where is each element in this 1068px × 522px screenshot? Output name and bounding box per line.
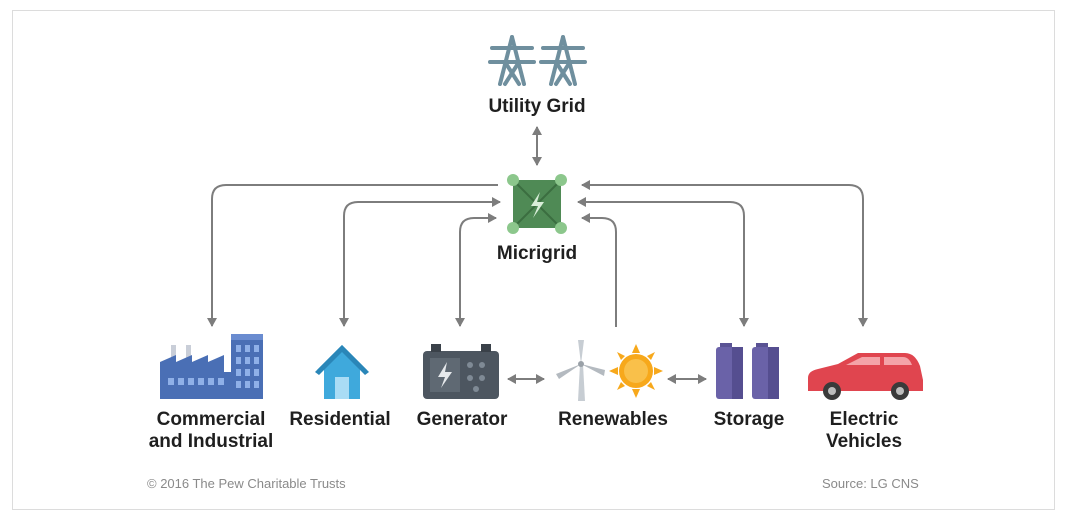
storage-label: Storage [713,409,785,430]
residential-label: Residential [289,409,391,430]
car-icon [808,353,923,400]
sun-icon [609,344,663,398]
arrow-microgrid-generator [455,213,497,327]
arrow-microgrid-storage [577,197,749,327]
factory-icon [160,334,263,399]
arrow-microgrid-residential [339,197,501,327]
copyright-text: © 2016 The Pew Charitable Trusts [147,476,346,491]
generator-icon [423,344,499,399]
battery-icon [716,343,779,399]
wind-turbine-icon [556,340,605,401]
electric-vehicles-label-line2: Vehicles [825,431,903,452]
commercial-label: Commercial and Industrial [131,409,291,453]
connector-arrows [207,126,868,384]
source-text: Source: LG CNS [822,476,919,491]
generator-label: Generator [416,409,508,430]
renewables-label: Renewables [558,409,668,430]
house-icon [315,345,369,399]
commercial-label-line2: and Industrial [148,431,274,452]
arrow-microgrid-electric-vehicles [581,180,868,327]
arrow-renewables-microgrid [581,213,617,327]
microgrid-icon [507,174,567,234]
electric-vehicles-label: Electric Vehicles [804,409,924,453]
microgrid-label: Micrigrid [496,243,578,264]
arrow-microgrid-commercial [207,184,498,327]
utility-grid-label: Utility Grid [488,96,586,117]
transmission-tower-icon [488,35,587,86]
commercial-label-line1: Commercial [156,409,266,430]
electric-vehicles-label-line1: Electric [829,409,899,430]
diagram-frame [12,10,1055,510]
